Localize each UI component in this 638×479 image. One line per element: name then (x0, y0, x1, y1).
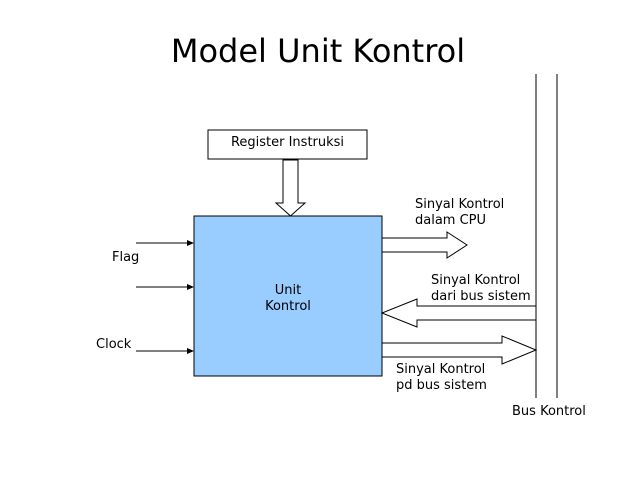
register-instruksi-label: Register Instruksi (231, 135, 344, 150)
bus-out-arrow (381, 335, 538, 365)
bus-out-label-line1: Sinyal Kontrol (396, 362, 485, 377)
page-title: Model Unit Kontrol (171, 32, 465, 70)
cpu-signal-arrow (381, 231, 468, 259)
clock-label: Clock (96, 337, 132, 352)
cpu-signal-label-line1: Sinyal Kontrol (415, 197, 504, 212)
input-arrow-clock (136, 348, 194, 354)
bus-in-label-line1: Sinyal Kontrol (431, 273, 520, 288)
bus-in-label-line2: dari bus sistem (431, 289, 531, 304)
control-unit-label-line2: Kontrol (265, 299, 311, 314)
flag-label: Flag (112, 250, 139, 265)
input-arrow-middle (136, 284, 194, 290)
bus-out-label-line2: pd bus sistem (396, 378, 487, 393)
register-instruksi-box (207, 129, 368, 160)
input-arrow-top (136, 240, 194, 246)
cpu-signal-label-line2: dalam CPU (415, 213, 486, 228)
bus-in-arrow (380, 298, 537, 328)
control-unit-box (193, 215, 383, 377)
register-to-unit-arrow (274, 159, 307, 217)
bus-kontrol-label: Bus Kontrol (512, 404, 586, 419)
control-unit-label-line1: Unit (275, 283, 301, 298)
